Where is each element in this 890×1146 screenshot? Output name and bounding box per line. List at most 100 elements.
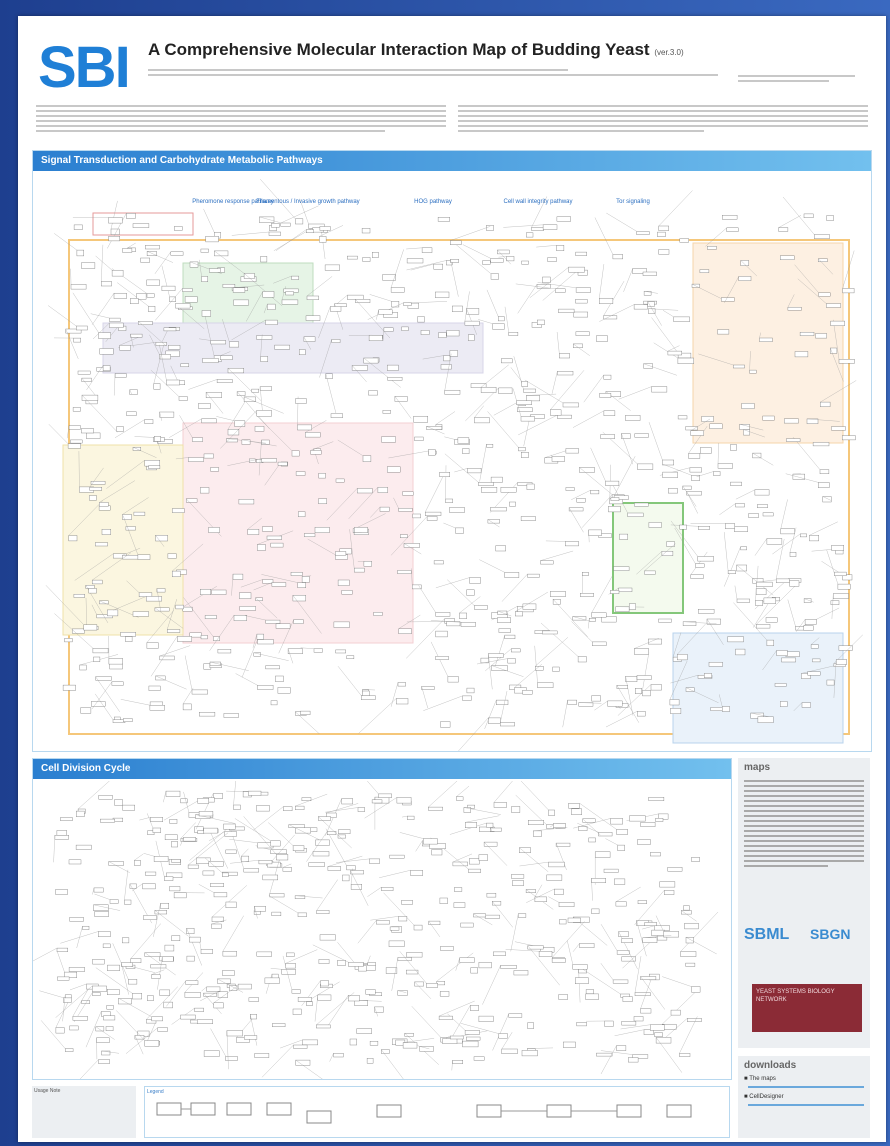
map-node [127,412,137,416]
map-node [296,1060,310,1065]
section-a-header: Signal Transduction and Carbohydrate Met… [33,151,871,171]
map-node [528,574,540,577]
map-edge [155,252,171,274]
map-edge [485,700,497,729]
map-node [172,509,184,513]
map-node [528,1023,534,1029]
map-node [168,345,180,349]
map-node [296,472,305,476]
map-node [790,552,796,556]
map-node [271,701,277,705]
map-node [398,991,408,996]
map-edge [502,574,528,602]
map-node [262,459,277,463]
map-node [577,498,585,502]
map-node [357,488,372,493]
map-node [155,910,167,914]
map-node [256,806,269,812]
map-edge [344,781,379,794]
sbgn-logo[interactable]: SBGN [810,926,862,958]
download-maps-item[interactable]: ■ The maps [738,1075,870,1083]
map-edge [737,565,774,595]
map-node [298,913,307,917]
sbml-logo[interactable]: SBML [744,926,802,958]
map-node [411,870,423,876]
map-node [734,527,747,532]
map-edge [120,999,152,1017]
map-edge [465,291,470,321]
map-node [306,316,320,321]
map-node [572,809,582,815]
map-node [109,658,123,664]
cell-cycle-map[interactable] [33,781,731,1079]
map-node [662,551,673,556]
map-node [363,257,370,261]
usage-note: Usage Note [32,1086,136,1138]
map-node [518,914,526,918]
map-node [641,977,656,980]
map-edge [54,835,55,862]
map-node [69,860,81,864]
map-node [128,979,137,984]
map-node [463,449,470,454]
map-node [834,572,846,576]
map-node [92,580,102,584]
map-node [479,1016,493,1022]
map-node [224,713,239,717]
map-node [604,869,618,872]
map-node [563,403,579,407]
map-node [306,1002,312,1006]
map-node [80,665,87,670]
map-node [387,365,398,370]
map-edge [541,551,574,561]
map-edge [465,388,498,421]
map-node [200,589,211,595]
map-node [184,837,196,841]
map-node [526,890,536,893]
download-celldesigner-link[interactable] [738,1104,870,1111]
download-maps-link[interactable] [738,1086,870,1093]
map-node [272,1024,285,1027]
map-edge [735,586,737,599]
map-edge [49,424,68,444]
map-node [153,828,161,833]
map-node [69,536,77,541]
map-edge [336,859,369,863]
map-node [422,248,432,253]
map-edge [216,416,234,420]
map-node [766,618,777,623]
map-edge [114,374,115,396]
map-node [56,889,68,894]
map-node [668,489,677,494]
map-edge [573,943,580,951]
map-node [704,673,712,677]
download-celldesigner-item[interactable]: ■ CellDesigner [738,1093,870,1101]
map-node [65,638,73,642]
map-node [439,1016,453,1020]
map-node [733,365,744,368]
map-node [775,683,786,686]
map-node [559,309,575,313]
map-node [784,419,798,423]
map-node [492,901,501,905]
map-node [224,824,236,829]
map-node [548,258,557,262]
map-edge [423,696,462,711]
map-node [97,1038,110,1043]
map-node [107,989,119,995]
map-node [831,601,839,605]
map-node [210,662,221,666]
map-node [294,620,303,624]
map-node [804,599,811,603]
map-node [376,921,389,925]
map-node [157,589,165,593]
map-edge [719,504,735,515]
map-node [527,484,534,490]
map-edge [411,264,434,270]
map-node [404,303,411,306]
map-node [591,490,599,494]
map-node [328,867,341,871]
map-node [718,330,729,335]
map-node [780,256,794,260]
